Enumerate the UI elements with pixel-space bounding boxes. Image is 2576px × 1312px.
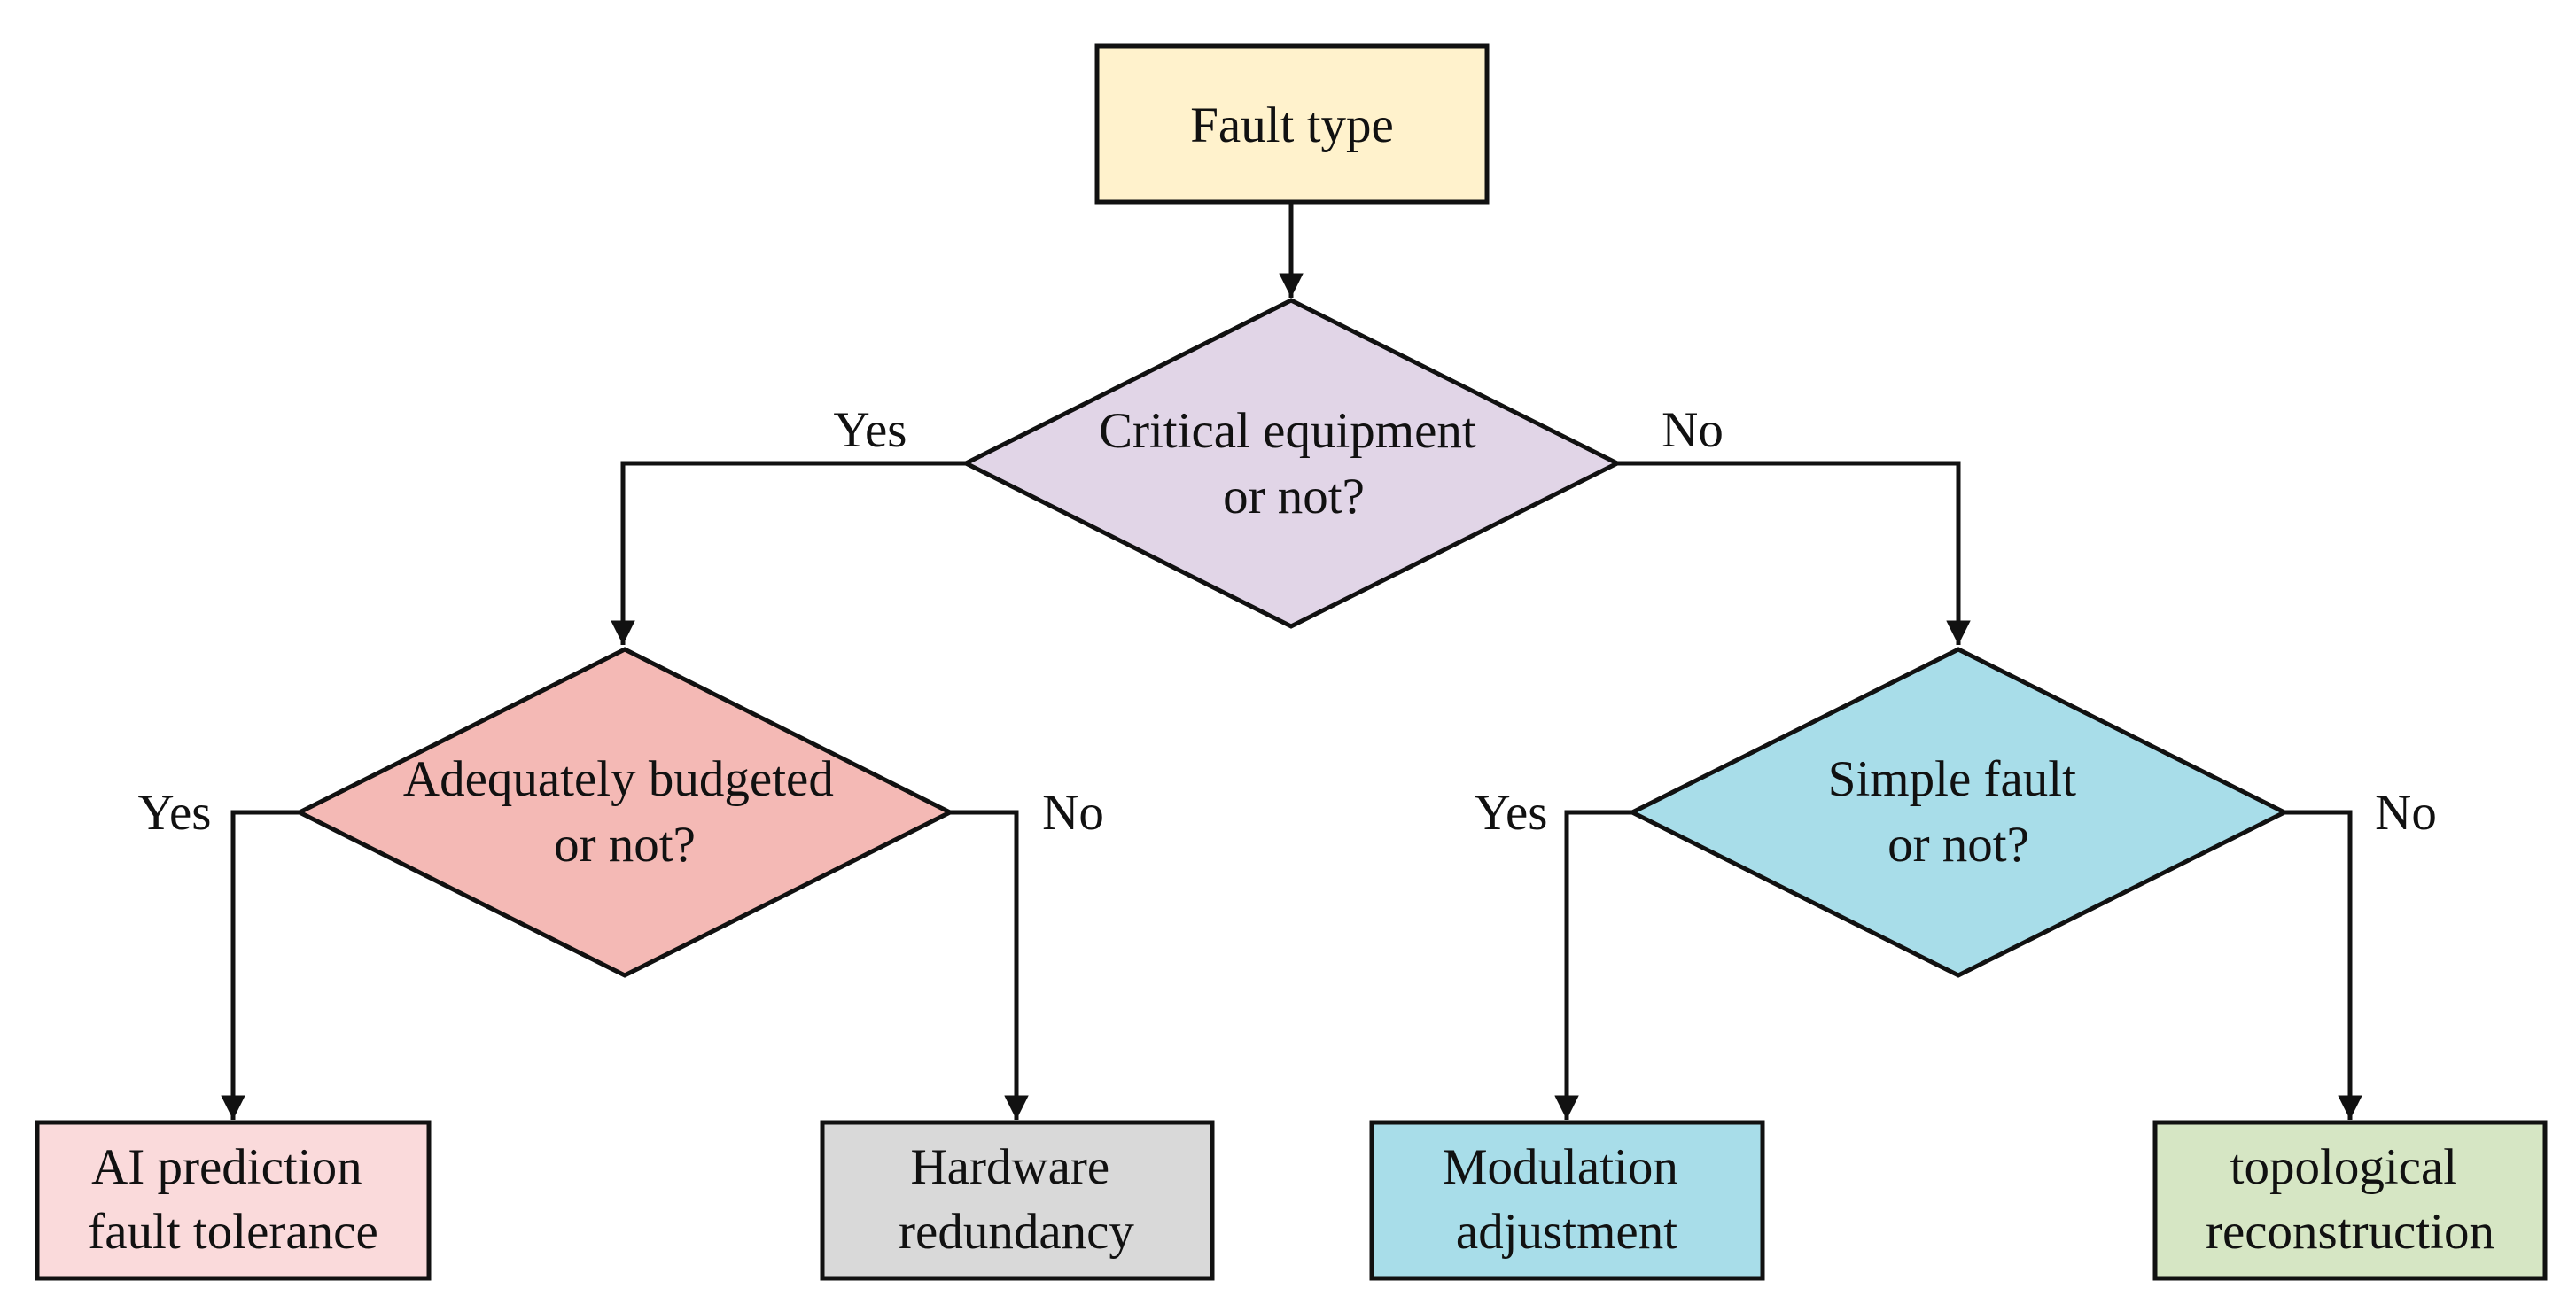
hardware-line-2: redundancy (899, 1204, 1134, 1260)
critical-line-1: Critical equipment (1099, 403, 1476, 459)
simple-diamond (1627, 647, 2290, 978)
edge-critical-yes (611, 461, 966, 645)
node-simple-decision: Simple fault or not? (1627, 647, 2290, 978)
label-critical-no: No (1662, 402, 1724, 458)
hardware-box (820, 1120, 1215, 1281)
critical-diamond (961, 298, 1623, 629)
ai-prediction-label: AI prediction fault tolerance (88, 1139, 378, 1260)
topology-line-1: topological (2230, 1139, 2457, 1195)
hardware-line-1: Hardware (911, 1139, 1110, 1195)
simple-line-2: or not? (1887, 817, 2029, 873)
ai-line-1: AI prediction (91, 1139, 362, 1195)
edge-simple-yes (1554, 810, 1632, 1120)
modulation-box (1369, 1120, 1765, 1281)
topology-label: topological reconstruction (2206, 1139, 2494, 1260)
label-budget-no: No (1042, 785, 1104, 841)
node-modulation-adjustment: Modulation adjustment (1369, 1120, 1765, 1281)
fault-type-line-1: Fault type (1190, 97, 1394, 153)
edge-labels: Yes No Yes No Yes No (138, 402, 2437, 841)
budget-line-1: Adequately budgeted (403, 751, 834, 807)
simple-line-1: Simple fault (1828, 751, 2076, 807)
modulation-line-1: Modulation (1443, 1139, 1678, 1195)
label-critical-yes: Yes (834, 402, 907, 458)
node-budget-decision: Adequately budgeted or not? (294, 647, 955, 978)
edge-budget-no (950, 810, 1029, 1120)
node-hardware-redundancy: Hardware redundancy (820, 1120, 1215, 1281)
topology-box (2152, 1120, 2548, 1281)
ai-prediction-box (35, 1120, 432, 1281)
ai-line-2: fault tolerance (88, 1204, 378, 1260)
critical-line-2: or not? (1223, 469, 1365, 524)
budget-line-2: or not? (554, 817, 696, 873)
edge-simple-no (2284, 810, 2362, 1120)
budget-diamond (294, 647, 955, 978)
node-critical-decision: Critical equipment or not? (961, 298, 1623, 629)
node-fault-type: Fault type (1094, 43, 1490, 205)
label-simple-no: No (2375, 785, 2437, 841)
node-topological-reconstruction: topological reconstruction (2152, 1120, 2548, 1281)
fault-type-label: Fault type (1190, 97, 1394, 153)
edges (221, 202, 2362, 1120)
label-simple-yes: Yes (1475, 785, 1548, 841)
modulation-label: Modulation adjustment (1443, 1139, 1691, 1260)
topology-line-2: reconstruction (2206, 1204, 2494, 1260)
edge-budget-yes (221, 810, 300, 1120)
fault-type-box (1094, 43, 1490, 205)
critical-label: Critical equipment or not? (1099, 403, 1489, 524)
simple-label: Simple fault or not? (1828, 751, 2089, 873)
modulation-line-2: adjustment (1456, 1204, 1677, 1260)
label-budget-yes: Yes (138, 785, 212, 841)
node-ai-prediction: AI prediction fault tolerance (35, 1120, 432, 1281)
edge-critical-no (1617, 461, 1971, 645)
hardware-label: Hardware redundancy (899, 1139, 1134, 1260)
budget-label: Adequately budgeted or not? (403, 751, 846, 873)
